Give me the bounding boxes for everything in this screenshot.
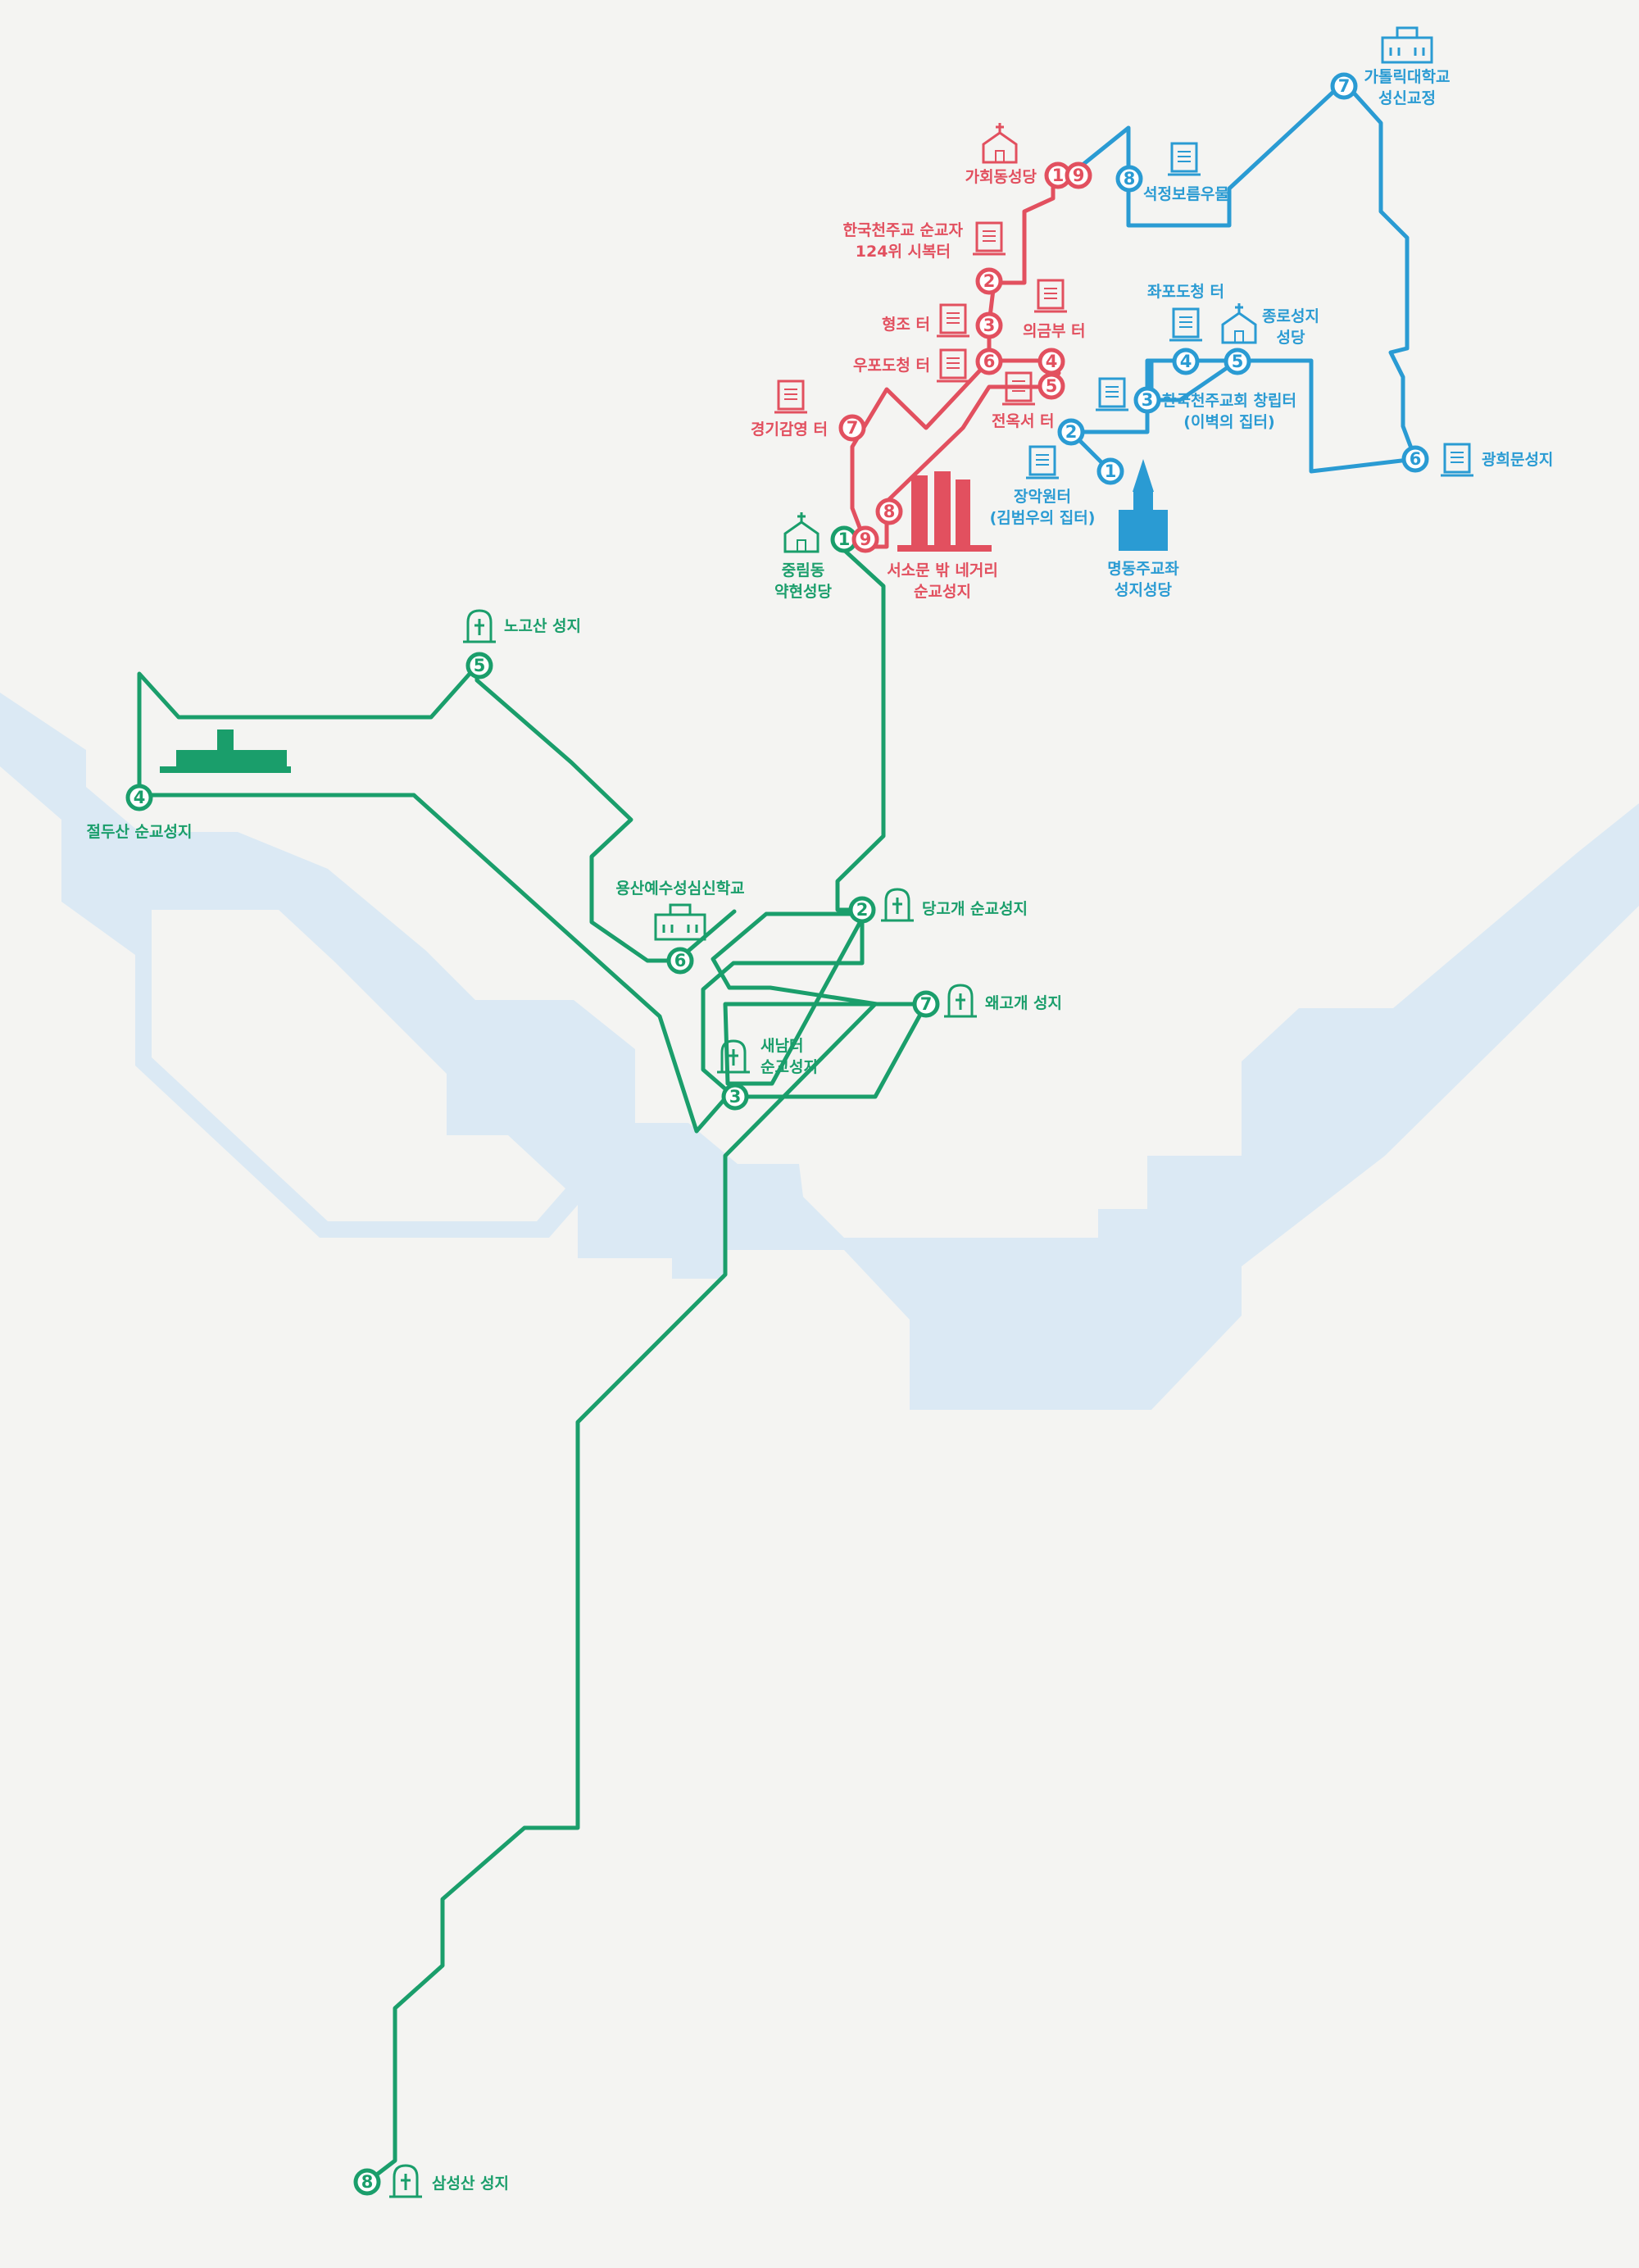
red-stop-6[interactable]: 6	[975, 348, 1003, 375]
label-jongno: 종로성지	[1262, 307, 1319, 325]
han-river	[0, 693, 1639, 1410]
red-stop-4[interactable]: 4	[1037, 348, 1065, 375]
blue-stop-2[interactable]: 2	[1057, 418, 1085, 446]
red-stop-2[interactable]: 2	[975, 267, 1003, 295]
label-junglim-2: 약현성당	[774, 583, 832, 601]
label-upodocheong: 우포도청 터	[853, 357, 930, 375]
red-stop-3[interactable]: 3	[975, 311, 1003, 339]
green-route-line	[701, 539, 928, 1099]
red-stop-9-top[interactable]: 9	[1065, 161, 1092, 189]
svg-text:3: 3	[729, 1087, 742, 1107]
label-jwapodocheong: 좌포도청 터	[1147, 283, 1224, 301]
green-stop-8[interactable]: 8	[353, 2168, 381, 2196]
label-myeongdong: 명동주교좌	[1107, 560, 1179, 578]
svg-text:5: 5	[474, 656, 486, 675]
svg-text:6: 6	[1410, 449, 1422, 469]
label-nogosan: 노고산 성지	[504, 617, 581, 635]
label-gwanghuimun: 광희문성지	[1482, 451, 1553, 469]
label-saenamteo-2: 순교성지	[760, 1058, 818, 1076]
label-junglim: 중림동	[782, 561, 824, 579]
label-catholic-univ-2: 성신교정	[1378, 89, 1436, 107]
svg-text:9: 9	[860, 530, 872, 549]
blue-stop-5[interactable]: 5	[1224, 348, 1251, 375]
blue-stop-3[interactable]: 3	[1133, 386, 1161, 414]
svg-text:3: 3	[983, 316, 996, 335]
label-waegogae: 왜고개 성지	[985, 994, 1062, 1012]
svg-text:5: 5	[1232, 352, 1244, 371]
blue-stop-6[interactable]: 6	[1401, 445, 1429, 473]
label-danggogae: 당고개 순교성지	[922, 900, 1028, 918]
blue-stop-1[interactable]: 1	[1096, 457, 1124, 485]
label-myeongdong-2: 성지성당	[1115, 581, 1172, 599]
svg-text:7: 7	[1338, 76, 1351, 96]
label-jangagwon: 장악원터	[1014, 488, 1071, 506]
blue-stop-8[interactable]: 8	[1115, 165, 1143, 193]
svg-text:5: 5	[1046, 376, 1058, 396]
svg-text:6: 6	[674, 951, 687, 970]
svg-text:7: 7	[847, 418, 859, 438]
label-124-beatification-2: 124위 시복터	[856, 243, 951, 261]
svg-text:2: 2	[856, 900, 869, 920]
svg-text:1: 1	[838, 530, 851, 549]
blue-stop-4[interactable]: 4	[1172, 348, 1200, 375]
svg-text:6: 6	[983, 352, 996, 371]
red-stop-9-seosomun[interactable]: 9	[851, 525, 879, 553]
label-founding-site: 한국천주교회 창립터	[1162, 392, 1296, 410]
label-seosomun: 서소문 밖 네거리	[887, 561, 998, 579]
svg-text:4: 4	[1046, 352, 1058, 371]
green-stop-7[interactable]: 7	[912, 990, 940, 1018]
svg-text:3: 3	[1142, 390, 1154, 410]
svg-text:1: 1	[1052, 166, 1065, 185]
svg-text:4: 4	[134, 788, 146, 807]
svg-text:8: 8	[1124, 169, 1136, 189]
label-yongsan: 용산예수성심신학교	[615, 879, 744, 898]
svg-text:8: 8	[883, 502, 896, 521]
green-stop-5[interactable]: 5	[465, 652, 493, 679]
svg-text:2: 2	[983, 271, 996, 291]
label-jeoldusan: 절두산 순교성지	[87, 823, 193, 841]
red-stop-7[interactable]: 7	[838, 414, 866, 442]
label-uigeumbu: 의금부 터	[1023, 322, 1086, 340]
svg-text:7: 7	[920, 994, 933, 1014]
green-stop-6[interactable]: 6	[666, 947, 694, 975]
label-seosomun-2: 순교성지	[914, 583, 971, 601]
red-stop-8[interactable]: 8	[875, 498, 903, 525]
label-samseongsan: 삼성산 성지	[432, 2175, 509, 2193]
label-jongno-2: 성당	[1277, 329, 1305, 347]
label-hyeongjo: 형조 터	[882, 316, 930, 334]
svg-text:2: 2	[1065, 422, 1078, 442]
label-seokjeong: 석정보름우물	[1143, 185, 1229, 203]
label-124-beatification: 한국천주교 순교자	[843, 221, 964, 239]
cathedral-icon	[1119, 459, 1168, 551]
label-saenamteo: 새남터	[760, 1037, 803, 1055]
label-catholic-univ: 가톨릭대학교	[1364, 68, 1451, 86]
label-founding-site-2: (이벽의 집터)	[1183, 413, 1274, 431]
red-stop-5[interactable]: 5	[1037, 372, 1065, 400]
svg-text:4: 4	[1180, 352, 1192, 371]
svg-text:9: 9	[1073, 166, 1085, 185]
label-gyeonggi: 경기감영 터	[751, 420, 828, 439]
svg-text:8: 8	[361, 2172, 374, 2192]
label-gahoedong: 가회동성당	[965, 168, 1037, 186]
green-stop-2[interactable]: 2	[848, 896, 876, 924]
shrine-building-icon	[160, 729, 291, 773]
green-stop-4[interactable]: 4	[125, 784, 153, 811]
blue-stop-7[interactable]: 7	[1330, 72, 1358, 100]
svg-text:1: 1	[1105, 461, 1117, 481]
shrine-monument-icon	[897, 471, 992, 552]
label-jangagwon-2: (김범우의 집터)	[990, 509, 1096, 527]
label-jeonokseo: 전옥서 터	[992, 412, 1055, 430]
green-stop-3[interactable]: 3	[721, 1083, 749, 1111]
